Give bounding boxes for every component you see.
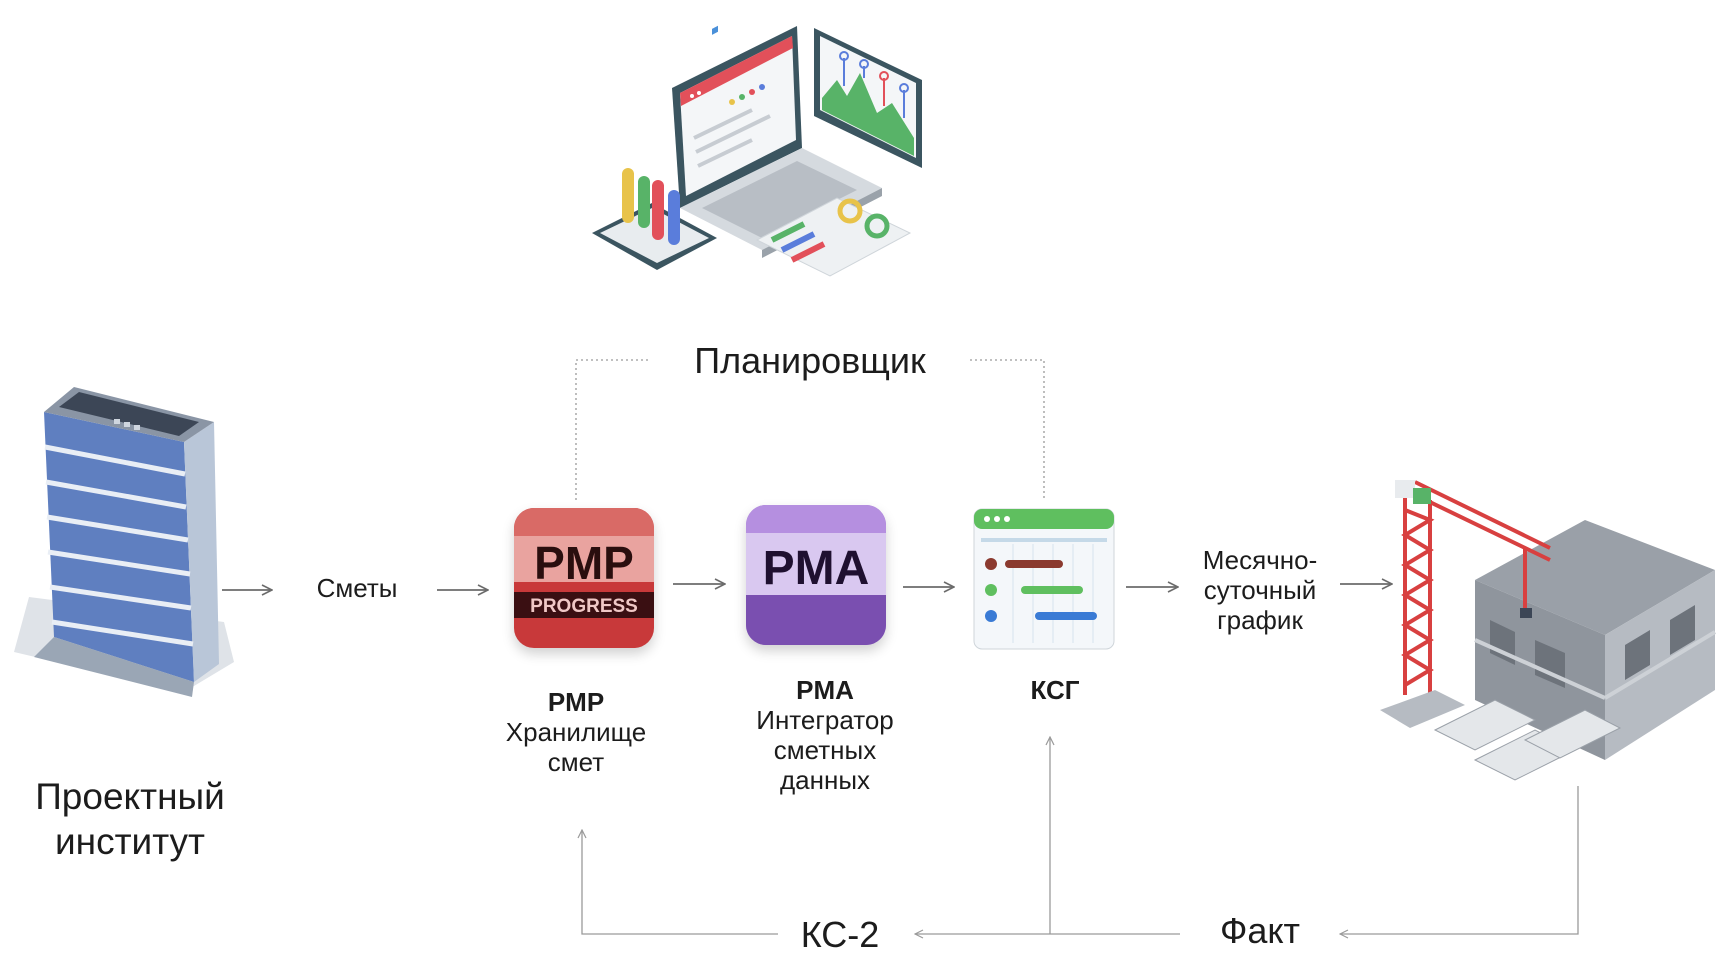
pma-title: PMA <box>796 675 854 705</box>
monthly-line3: график <box>1217 604 1303 635</box>
monthly-schedule-label: Месячно- суточный график <box>1170 545 1350 636</box>
institute-label: Проектный институт <box>0 774 260 864</box>
pma-desc-line3: данных <box>779 764 871 795</box>
planner-label: Планировщик <box>694 340 926 381</box>
ksg-gantt-icon <box>973 508 1115 650</box>
institute-label-line2: институт <box>54 821 206 863</box>
pmp-logo-text: PMP <box>534 537 634 589</box>
planner-bracket <box>575 359 1045 500</box>
pma-caption: PMA Интегратор сметных данных <box>720 675 930 796</box>
monthly-line2: суточный <box>1203 574 1317 605</box>
office-building-icon <box>14 387 234 697</box>
analytics-devices-icon <box>592 25 922 277</box>
pmp-logo-subtext: PROGRESS <box>530 596 638 617</box>
pma-logo-text: PMA <box>762 542 870 595</box>
pmp-desc-line1: Хранилище <box>505 716 647 747</box>
construction-site-icon <box>1380 480 1717 781</box>
pmp-logo-tile: PMP PROGRESS <box>514 508 654 648</box>
pma-desc-line1: Интегратор <box>756 704 894 735</box>
feedback-site-to-fact <box>1340 786 1579 934</box>
feedback-ks2-to-pmp <box>582 830 778 935</box>
institute-label-line1: Проектный <box>35 776 225 817</box>
fact-label: Факт <box>1219 910 1301 951</box>
ksg-title: КСГ <box>1030 675 1080 705</box>
pmp-desc-line2: смет <box>547 746 605 777</box>
pmp-caption: PMP Хранилище смет <box>476 687 676 778</box>
monthly-line1: Месячно- <box>1202 545 1318 575</box>
pma-desc-line2: сметных <box>773 734 877 765</box>
pma-logo-tile: PMA <box>746 505 886 645</box>
ks2-label: КС-2 <box>800 914 880 955</box>
estimates-label: Сметы <box>316 573 398 603</box>
pmp-title: PMP <box>547 687 605 717</box>
